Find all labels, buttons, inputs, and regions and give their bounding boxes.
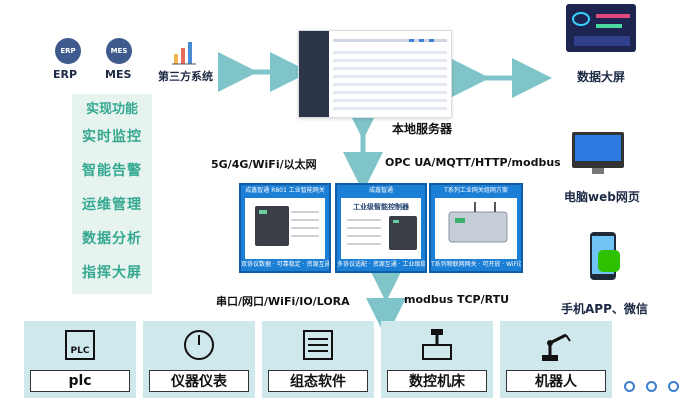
function-item-maintenance: 运维管理: [82, 197, 142, 213]
function-item-analysis: 数据分析: [82, 231, 142, 247]
gateway-3-header: T系列工业网关组网方案: [444, 187, 508, 194]
gateway-device-icon: [255, 206, 319, 246]
gateway-card-2: 成鑫智通 工业级智能控制器 多协议适配 · 资源互通 · 工业级稳定: [335, 183, 427, 273]
functions-panel: 实现功能 实时监控 智能告警 运维管理 数据分析 指挥大屏: [72, 94, 152, 294]
system-label-third-party: 第三方系统: [158, 70, 213, 83]
function-item-alarm: 智能告警: [82, 163, 142, 179]
pager-dot-3[interactable]: [668, 381, 679, 392]
erp-icon: ERP: [55, 38, 81, 64]
gateway-1-header: 成鑫智通 R801 工业智能网关: [245, 187, 325, 194]
protocol-upper-left: 5G/4G/WiFi/以太网: [211, 158, 317, 171]
device-label-cnc: 数控机床: [387, 370, 487, 392]
gateway-1-footer: 双协议数据 · 可靠稳定 · 资源互通: [241, 261, 329, 268]
device-cnc: 数控机床: [381, 321, 493, 398]
device-robot: 机器人: [500, 321, 612, 398]
client-label-web: 电脑web网页: [564, 190, 640, 204]
functions-title: 实现功能: [85, 102, 138, 117]
desktop-monitor-icon: [572, 132, 624, 174]
gateway-3-footer: T系列物联网网关 · 可开放 · WiFi连接: [431, 261, 521, 268]
system-label-erp: ERP: [53, 68, 78, 81]
device-label-instrument: 仪器仪表: [149, 370, 249, 392]
function-item-monitoring: 实时监控: [82, 129, 142, 145]
gateway-card-1: 成鑫智通 R801 工业智能网关 双协议数据 · 可靠稳定 · 资源互通: [239, 183, 331, 273]
server-sidebar: [299, 31, 329, 117]
device-label-scada: 组态软件: [268, 370, 368, 392]
gateway-2-footer: 多协议适配 · 资源互通 · 工业级稳定: [337, 261, 425, 268]
gateway-2-subtitle: 工业级智能控制器: [353, 203, 409, 211]
system-label-mes: MES: [105, 68, 132, 81]
pager-dot-1[interactable]: [624, 381, 635, 392]
gateway-card-3: T系列工业网关组网方案 T系列物联网网关 · 可开放 · WiFi连接: [429, 183, 523, 273]
dashboard-screen-icon: [566, 4, 636, 52]
device-label-plc: plc: [30, 370, 130, 392]
third-party-chart-icon: [172, 42, 196, 65]
controller-device-icon: [347, 216, 417, 250]
function-item-command-screen: 指挥大屏: [82, 265, 142, 281]
device-plc: PLC plc: [24, 321, 136, 398]
mes-icon: MES: [106, 38, 132, 64]
cnc-machine-icon: [422, 329, 452, 360]
plc-icon: PLC: [65, 330, 95, 360]
device-label-robot: 机器人: [506, 370, 606, 392]
gateway-3-body: [435, 198, 517, 259]
gateway-1-body: [245, 198, 325, 259]
server-label: 本地服务器: [392, 122, 453, 136]
svg-text:PLC: PLC: [71, 346, 90, 356]
sliders-icon: [303, 330, 333, 360]
device-instrument: 仪器仪表: [143, 321, 255, 398]
protocol-lower-right: modbus TCP/RTU: [404, 293, 510, 306]
gateway-2-body: 工业级智能控制器: [341, 198, 421, 259]
gateway-2-header: 成鑫智通: [368, 187, 393, 194]
t-series-gateway-icon: [448, 202, 508, 243]
protocol-upper-right: OPC UA/MQTT/HTTP/modbus: [385, 156, 561, 169]
protocol-lower-left: 串口/网口/WiFi/IO/LORA: [216, 295, 350, 308]
robot-arm-icon: [542, 333, 571, 361]
mobile-wechat-icon: [590, 232, 620, 280]
device-scada-software: 组态软件: [262, 321, 374, 398]
client-label-dashboard: 数据大屏: [577, 70, 626, 84]
local-server-screenshot: [298, 30, 452, 118]
client-label-mobile: 手机APP、微信: [561, 302, 648, 316]
gauge-icon: [184, 330, 214, 360]
pager-dot-2[interactable]: [646, 381, 657, 392]
